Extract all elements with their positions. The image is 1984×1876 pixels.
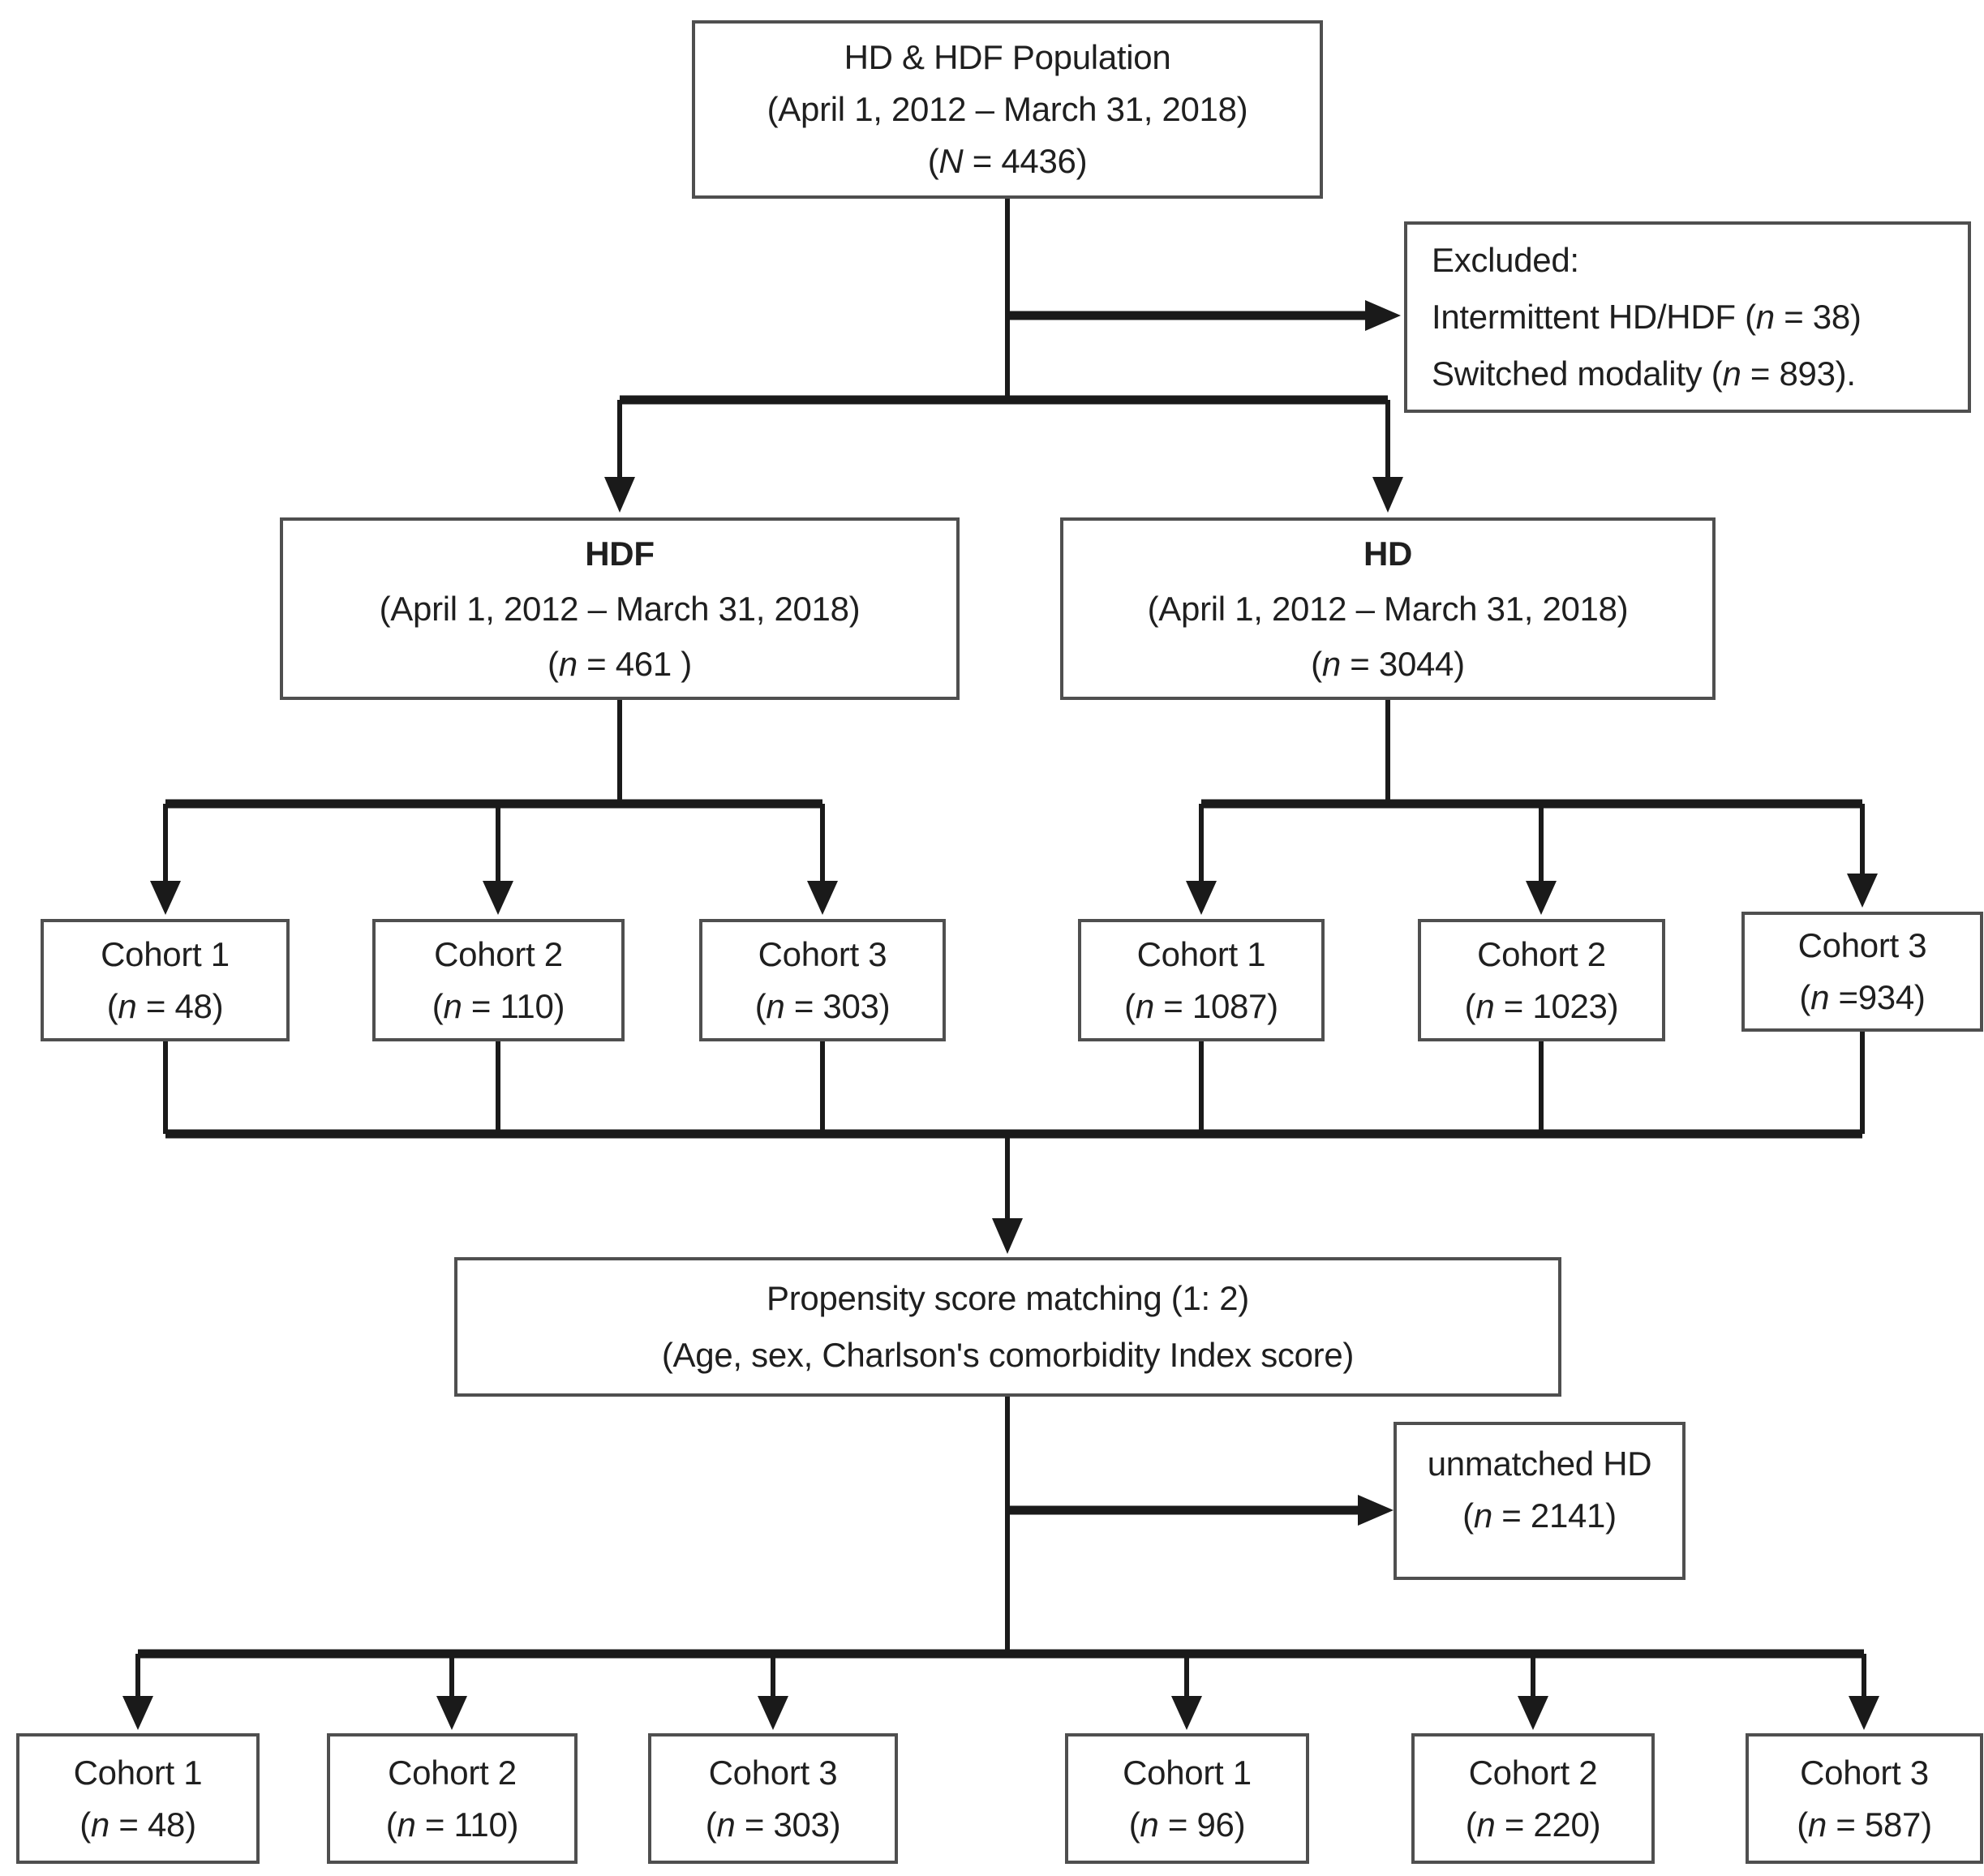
box-text-line: (April 1, 2012 – March 31, 2018) xyxy=(1147,589,1629,628)
arrowhead-matched-hdf-cohort-2 xyxy=(436,1696,467,1730)
arrowhead-excluded xyxy=(1365,300,1401,331)
box-text-line: Cohort 2 xyxy=(1468,1753,1598,1792)
hdf-cohort-2-box: Cohort 2 (n = 110) xyxy=(372,919,625,1041)
arrowhead-matched-hd-cohort-2 xyxy=(1518,1696,1548,1730)
box-text-line: Cohort 1 xyxy=(1123,1753,1252,1792)
hdf-cohort-3-box: Cohort 3 (n = 303) xyxy=(699,919,946,1041)
unmatched-hd-box: unmatched HD (n = 2141) xyxy=(1394,1422,1686,1580)
arrowhead-hd-cohort-3 xyxy=(1847,874,1878,908)
connector-cohorts-to-bus xyxy=(163,1032,1865,1134)
arrowhead-hdf xyxy=(604,477,635,513)
arrowhead-matched-hdf-cohort-3 xyxy=(758,1696,788,1730)
connector-matched-drops xyxy=(135,1654,1866,1696)
hd-cohort-1-box: Cohort 1 (n = 1087) xyxy=(1078,919,1325,1041)
box-text-line: (n = 110) xyxy=(385,1805,519,1844)
box-text-line: Cohort 1 xyxy=(101,934,230,973)
matched-hdf-cohort-3-box: Cohort 3 (n = 303) xyxy=(648,1733,898,1864)
box-text-line: Propensity score matching (1: 2) xyxy=(767,1279,1249,1317)
box-text-line: Cohort 3 xyxy=(1800,1753,1929,1792)
arrowhead-hdf-cohort-3 xyxy=(807,881,838,915)
box-text-line: (n = 461 ) xyxy=(548,644,692,683)
box-text-line: (April 1, 2012 – March 31, 2018) xyxy=(767,90,1248,128)
box-text-line: (n = 48) xyxy=(106,986,224,1025)
box-text-line: Cohort 2 xyxy=(434,934,563,973)
matched-hdf-cohort-1-box: Cohort 1 (n = 48) xyxy=(16,1733,260,1864)
connector-hd-cohort-drops xyxy=(1199,804,1865,881)
box-text-line: Switched modality (n = 893). xyxy=(1432,354,1856,393)
connector-hdf-cohort-drops xyxy=(163,804,825,881)
arrowhead-hdf-cohort-2 xyxy=(483,881,513,915)
arrowhead-hdf-cohort-1 xyxy=(150,881,181,915)
box-text-line: Cohort 1 xyxy=(1136,934,1266,973)
hdf-cohort-1-box: Cohort 1 (n = 48) xyxy=(41,919,290,1041)
box-text-line: (Age, sex, Charlson's comorbidity Index … xyxy=(661,1336,1355,1374)
matched-hd-cohort-2-box: Cohort 2 (n = 220) xyxy=(1411,1733,1655,1864)
arrowhead-hd xyxy=(1372,477,1403,513)
arrowhead-matching xyxy=(992,1218,1023,1254)
box-text-line: Cohort 2 xyxy=(1477,934,1606,973)
connector-split-drops xyxy=(617,400,1390,477)
hd-box: HD (April 1, 2012 – March 31, 2018) (n = 3… xyxy=(1060,517,1716,700)
box-text-line: HD & HDF Population xyxy=(844,38,1171,76)
hd-cohort-3-box: Cohort 3 (n =934) xyxy=(1741,912,1983,1032)
box-text-line: (n = 220) xyxy=(1465,1805,1601,1844)
box-text-line: (n = 587) xyxy=(1797,1805,1932,1844)
arrowhead-unmatched xyxy=(1358,1495,1394,1526)
box-text-line: Cohort 3 xyxy=(708,1753,838,1792)
hd-cohort-2-box: Cohort 2 (n = 1023) xyxy=(1418,919,1665,1041)
box-text-line: (n = 96) xyxy=(1128,1805,1246,1844)
box-text-line: Cohort 3 xyxy=(758,934,887,973)
box-text-line: Cohort 2 xyxy=(388,1753,517,1792)
box-text-line: (n = 48) xyxy=(79,1805,196,1844)
population-box: HD & HDF Population (April 1, 2012 – Marc… xyxy=(692,20,1323,199)
propensity-matching-box: Propensity score matching (1: 2) (Age, se… xyxy=(454,1257,1561,1397)
box-text-line: (n =934) xyxy=(1799,978,1926,1016)
matched-hd-cohort-3-box: Cohort 3 (n = 587) xyxy=(1746,1733,1983,1864)
box-text-line: Cohort 3 xyxy=(1797,926,1927,964)
excluded-box: Excluded: Intermittent HD/HDF (n = 38) Swi… xyxy=(1404,221,1971,413)
hdf-box: HDF (April 1, 2012 – March 31, 2018) (n = … xyxy=(280,517,960,700)
box-text-line: (April 1, 2012 – March 31, 2018) xyxy=(379,589,861,628)
arrowhead-hd-cohort-2 xyxy=(1526,881,1557,915)
box-text-line: HDF xyxy=(585,534,655,573)
box-text-line: unmatched HD xyxy=(1427,1445,1652,1483)
box-text-line: Intermittent HD/HDF (n = 38) xyxy=(1432,298,1862,336)
box-text-line: (n = 110) xyxy=(432,986,565,1025)
box-text-line: (n = 1087) xyxy=(1124,986,1278,1025)
box-text-line: Cohort 1 xyxy=(73,1753,203,1792)
arrowhead-matched-hdf-cohort-1 xyxy=(122,1696,153,1730)
box-text-line: (n = 2141) xyxy=(1462,1496,1617,1535)
matched-hd-cohort-1-box: Cohort 1 (n = 96) xyxy=(1065,1733,1309,1864)
box-text-line: (n = 303) xyxy=(705,1805,841,1844)
box-text-line: (n = 303) xyxy=(754,986,891,1025)
box-text-line: (n = 1023) xyxy=(1464,986,1619,1025)
box-text-line: Excluded: xyxy=(1432,241,1579,279)
matched-hdf-cohort-2-box: Cohort 2 (n = 110) xyxy=(327,1733,578,1864)
box-text-line: HD xyxy=(1363,534,1413,573)
arrowhead-matched-hd-cohort-1 xyxy=(1171,1696,1202,1730)
arrowhead-matched-hd-cohort-3 xyxy=(1849,1696,1879,1730)
arrowhead-hd-cohort-1 xyxy=(1186,881,1217,915)
box-text-line: (N = 4436) xyxy=(927,142,1088,180)
box-text-line: (n = 3044) xyxy=(1311,644,1465,683)
